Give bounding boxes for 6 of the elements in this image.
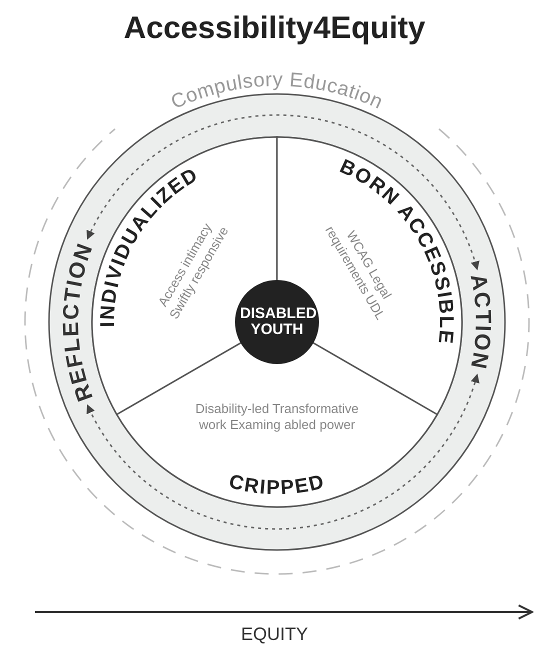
title: Accessibility4Equity (124, 10, 426, 45)
sector-heading: CRIPPED (226, 470, 328, 500)
axis-label: EQUITY (240, 624, 308, 644)
center-label: DISABLED YOUTH (240, 306, 314, 338)
body-text: Disability-led Transformative work Examing abled power (194, 400, 360, 434)
dashed-arrow (86, 374, 479, 530)
